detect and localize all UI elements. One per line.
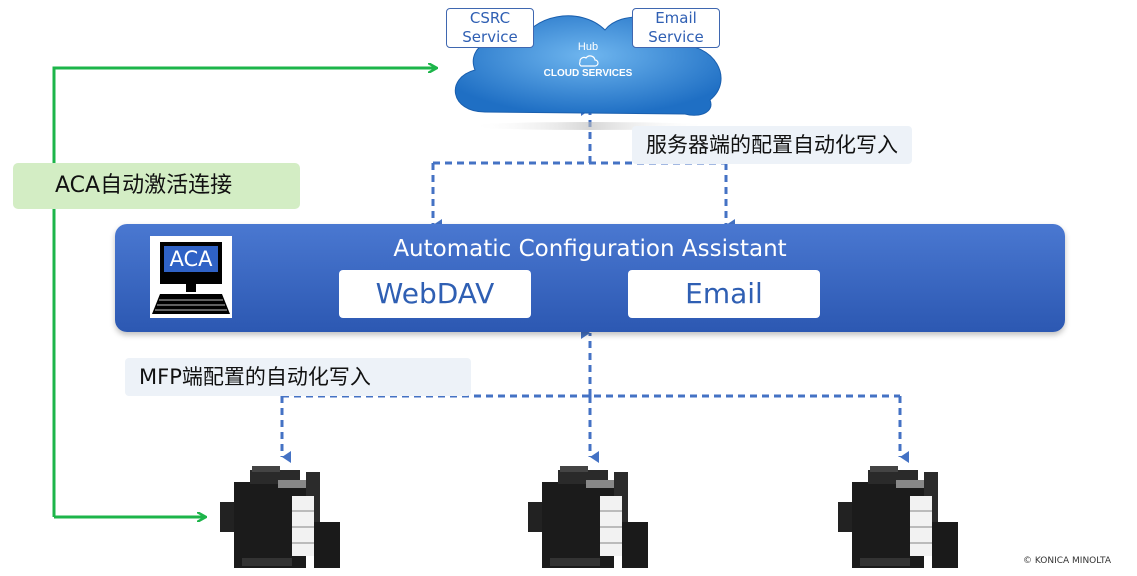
- aca-monitor-icon: ACA: [150, 236, 232, 318]
- email-service-tag: Email Service: [632, 8, 720, 48]
- green-activation-line: [52, 68, 436, 517]
- aca-bar: Automatic Configuration Assistant ACA We…: [115, 224, 1065, 332]
- aca-monitor-text: ACA: [164, 246, 218, 272]
- mfp-printer-3: [838, 462, 963, 576]
- server-config-label: 服务器端的配置自动化写入: [632, 126, 912, 164]
- mfp-config-label: MFP端配置的自动化写入: [125, 358, 471, 396]
- mfp-printer-2: [528, 462, 653, 576]
- aca-bar-title: Automatic Configuration Assistant: [393, 236, 787, 262]
- cloud-services-label: CLOUD SERVICES: [544, 68, 633, 79]
- webdav-box: WebDAV: [339, 270, 531, 318]
- cloud-hub-label: Hub: [578, 41, 598, 53]
- csrc-service-tag: CSRC Service: [446, 8, 534, 48]
- email-box: Email: [628, 270, 820, 318]
- aca-activation-label: ACA自动激活连接: [13, 163, 300, 209]
- copyright-text: © KONICA MINOLTA: [1022, 556, 1111, 566]
- mfp-printer-1: [220, 462, 345, 576]
